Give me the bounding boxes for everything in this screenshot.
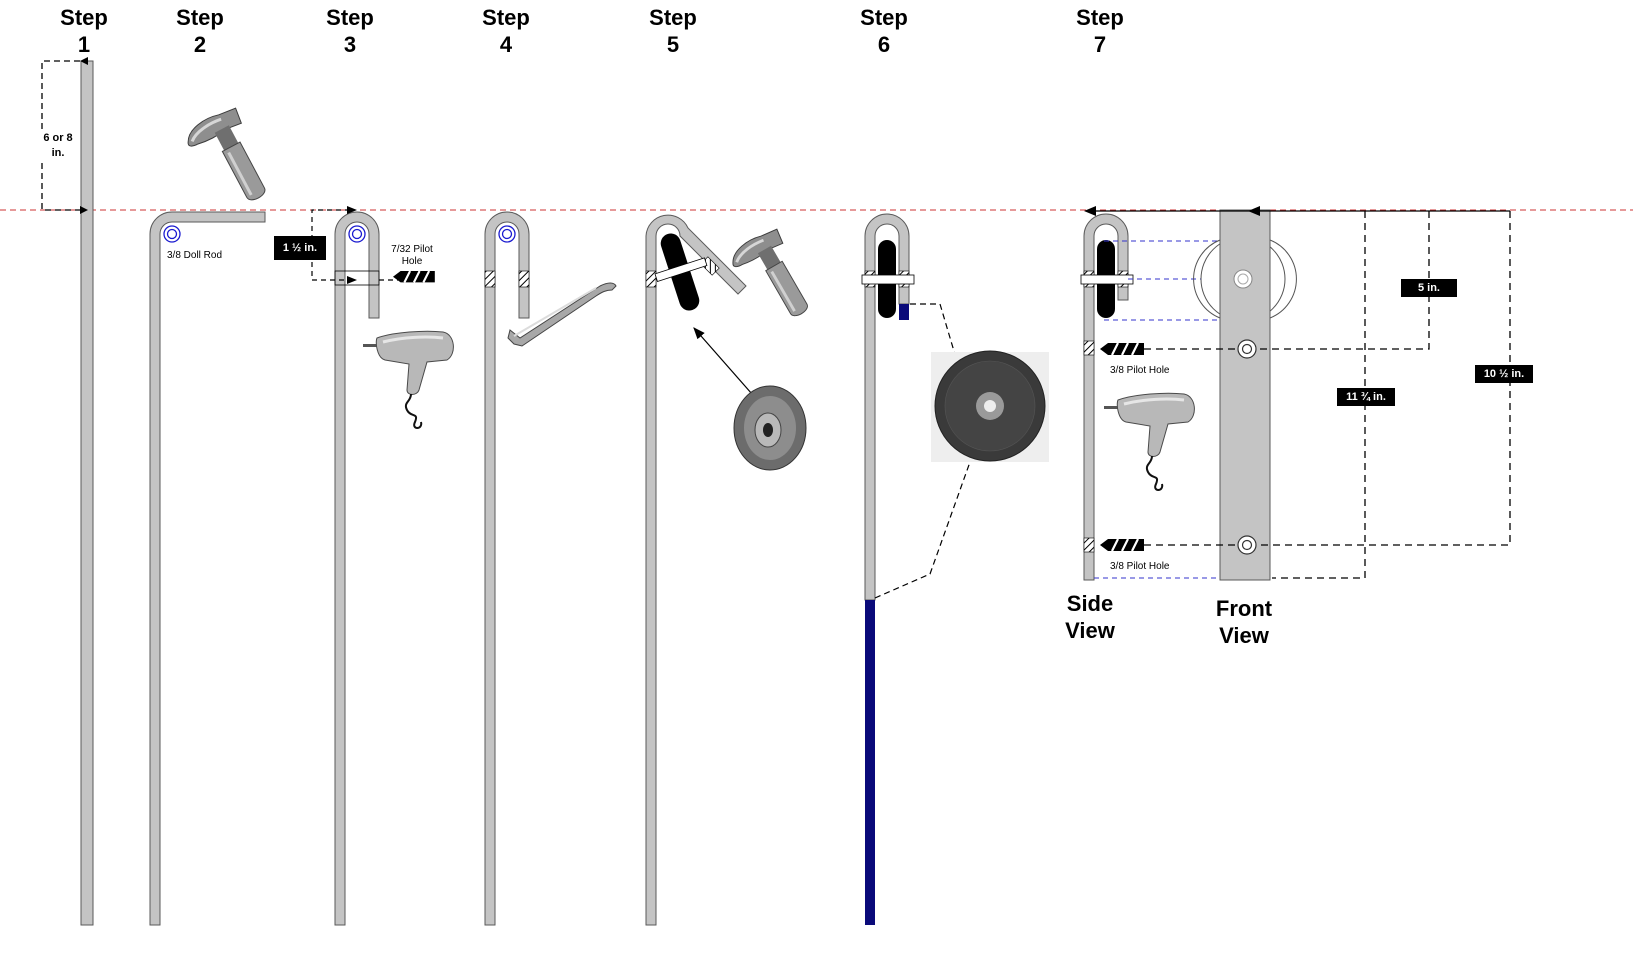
step-3-title: Step 3 — [326, 5, 374, 57]
step-4-rod — [484, 211, 530, 926]
front-view-bracket — [1193, 209, 1297, 581]
drill-bit-icon — [1098, 341, 1146, 357]
front-view-title: Front View — [1215, 596, 1273, 648]
drill-bit-icon — [1098, 537, 1146, 553]
step-5-rod — [645, 214, 747, 926]
side-view-pulley — [1080, 240, 1134, 318]
dimension-10-5-label: 10 ½ in. — [1475, 365, 1533, 383]
cut-callout — [874, 303, 971, 599]
pulley-wheel-icon — [733, 385, 807, 471]
dimension-lines — [1258, 211, 1511, 579]
step-4-title: Step 4 — [482, 5, 530, 57]
hammer-icon — [725, 224, 822, 333]
dimension-5-label: 5 in. — [1401, 279, 1457, 297]
step-1-length-label: 6 or 8 in. — [36, 131, 80, 161]
dimension-11-75-label: 11 ¾ in. — [1337, 388, 1395, 406]
drill-icon — [361, 329, 455, 430]
side-view-title: Side View — [1065, 591, 1115, 643]
step-6-pulley — [861, 240, 915, 318]
step-1-rod — [80, 60, 94, 926]
step-6-rod — [864, 213, 910, 925]
step-3-hole — [348, 225, 366, 243]
hole-lines — [1144, 348, 1236, 546]
pilot-hole-top-label: 3/8 Pilot Hole — [1110, 365, 1170, 376]
pilot-hole-bottom-label: 3/8 Pilot Hole — [1110, 561, 1170, 572]
step-5-title: Step 5 — [649, 5, 697, 57]
drill-bit-icon — [391, 269, 436, 284]
doll-rod-label: 3/8 Doll Rod — [167, 250, 223, 261]
drill-icon — [1102, 391, 1196, 492]
step-3-rod — [334, 211, 380, 926]
cutting-disc-icon — [931, 350, 1049, 462]
step-4-hole — [498, 225, 516, 243]
arrow-head — [80, 57, 88, 65]
step-2-title: Step 2 — [176, 5, 224, 57]
doll-rod-hole — [163, 225, 181, 243]
step-2-rod — [149, 211, 266, 926]
arrow-head — [80, 206, 88, 214]
step-5-pulley-inserted — [654, 233, 708, 311]
bend-length-label: 1 ½ in. — [274, 236, 326, 260]
pilot-hole-small-label: 7/32 Pilot Hole — [391, 244, 433, 267]
step-6-title: Step 6 — [860, 5, 908, 57]
step-1-title: Step 1 — [60, 5, 108, 57]
step-7-title: Step 7 — [1076, 5, 1124, 57]
pry-bar-icon — [507, 282, 617, 347]
hammer-icon — [180, 103, 280, 217]
